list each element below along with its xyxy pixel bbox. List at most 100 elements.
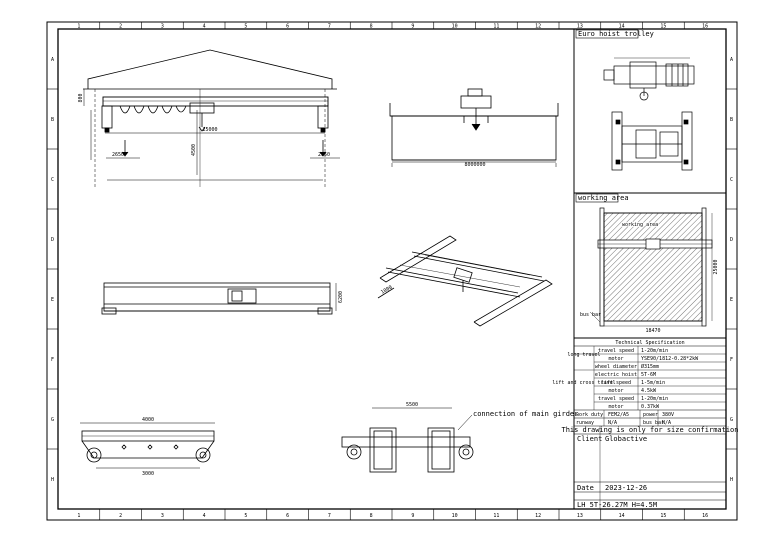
border-col-number: 11: [493, 513, 499, 519]
border-col-number: 2: [119, 24, 122, 30]
border-col-number: 14: [619, 24, 625, 30]
spec-group-lift-cross: lift and cross travel: [552, 380, 615, 386]
border-col-number: 12: [535, 24, 541, 30]
border-col-number: 14: [619, 513, 625, 519]
spec-row-3-value: Ø315mm: [641, 363, 659, 370]
border-col-number: 3: [161, 513, 164, 519]
dim-building-height: 800: [78, 93, 84, 102]
power-label: power: [643, 412, 658, 418]
border-row-letter: C: [730, 177, 733, 183]
girder-connection-view: [341, 407, 474, 473]
end-carriage-view: [80, 422, 215, 469]
working-area-label: working area: [622, 222, 658, 228]
spec-row-3-item: wheel diameter: [595, 364, 637, 370]
spec-row-2-item: motor: [608, 356, 623, 362]
client-label: Client: [577, 435, 602, 443]
border-row-letter: F: [51, 357, 54, 363]
side-elevation-view: [389, 88, 559, 167]
spec-row-6-value: 4.5kW: [641, 388, 657, 394]
dim-span-overall: 25000: [202, 127, 217, 133]
border-col-number: 9: [411, 513, 414, 519]
spec-group-long-travel: long travel: [567, 352, 600, 358]
dim-wheel-base: 4000: [142, 417, 154, 423]
border-col-number: 5: [244, 24, 247, 30]
border-col-number: 8: [370, 24, 373, 30]
border-col-number: 9: [411, 24, 414, 30]
spec-row-1-value: 1-20m/min: [641, 348, 668, 354]
date-value: 2023-12-26: [605, 484, 647, 492]
border-col-number: 7: [328, 513, 331, 519]
bus-bar-label: bus bar: [643, 420, 664, 426]
spec-row-7-item: travel speed: [598, 396, 634, 402]
trolley-box-title: Euro hoist trolley: [578, 30, 654, 38]
border-col-number: 10: [452, 24, 458, 30]
border-row-letter: E: [51, 297, 54, 303]
border-row-letter: B: [51, 117, 54, 123]
border-col-number: 15: [660, 513, 666, 519]
power-value: 380V: [662, 412, 674, 418]
work-duty-value: FEM2/A5: [608, 412, 629, 418]
dim-end-carriage-width: 8000000: [464, 162, 485, 168]
border-row-letter: G: [730, 417, 733, 423]
spec-row-8-value: 0.37kW: [641, 404, 660, 410]
border-row-letter: D: [730, 237, 733, 243]
spec-table-title: Technical Specification: [615, 340, 684, 346]
border-col-number: 16: [702, 24, 708, 30]
spec-row-7-value: 1-20m/min: [641, 396, 668, 402]
border-col-number: 10: [452, 513, 458, 519]
border-col-number: 16: [702, 513, 708, 519]
spec-table-grid: [574, 345, 726, 509]
spec-row-8-item: motor: [608, 404, 623, 410]
border-row-letter: H: [51, 477, 54, 483]
border-col-number: 8: [370, 513, 373, 519]
border-col-number: 6: [286, 24, 289, 30]
border-row-letter: D: [51, 237, 54, 243]
dim-iso: 1000: [380, 285, 393, 296]
dim-side-height: 6200: [338, 291, 344, 303]
front-elevation-view: [83, 49, 340, 187]
dim-wheel-base-inner: 3000: [142, 471, 154, 477]
runway-value: N/A: [608, 420, 617, 426]
bus-bar-value: N/A: [662, 420, 671, 426]
border-col-number: 11: [493, 24, 499, 30]
size-confirmation-notice: This drawing is only for size confirmati…: [561, 426, 738, 434]
border-col-number: 15: [660, 24, 666, 30]
spec-row-5-value: 1-5m/min: [641, 380, 665, 386]
border-col-number: 2: [119, 513, 122, 519]
border-col-number: 1: [77, 24, 80, 30]
border-ticks: [47, 22, 737, 520]
border-col-number: 4: [203, 24, 206, 30]
title-block-frame: [573, 29, 726, 509]
spec-row-1-item: travel speed: [598, 348, 634, 354]
date-label: Date: [577, 484, 594, 492]
border-col-number: 4: [203, 513, 206, 519]
spec-row-2-value: YSE90/1812-0.28*2kW: [641, 356, 699, 362]
border-row-letter: A: [730, 57, 733, 63]
border-col-number: 12: [535, 513, 541, 519]
border-col-number: 3: [161, 24, 164, 30]
work-duty-label: work duty: [576, 412, 603, 418]
spec-row-4-value: 5T-6M: [641, 372, 656, 378]
border-row-letter: A: [51, 57, 54, 63]
spec-row-5-item: lift speed: [601, 380, 631, 386]
spec-row-6-item: motor: [608, 388, 623, 394]
dim-work-depth: 25000: [713, 259, 719, 274]
border-col-number: 5: [244, 513, 247, 519]
model-number: LH 5T-26.27M H=4.5M: [577, 501, 657, 509]
dim-girder-gap: 5500: [406, 402, 418, 408]
client-value: Globactive: [605, 435, 647, 443]
border-row-letter: H: [730, 477, 733, 483]
border-col-number: 13: [577, 513, 583, 519]
isometric-view: [377, 235, 553, 327]
dim-hook-right: 2650: [318, 152, 330, 158]
dim-lift-height: 4500: [191, 144, 197, 156]
working-area-plan: [589, 207, 713, 327]
border-col-number: 6: [286, 513, 289, 519]
main-girder-note: connection of main girder: [473, 410, 578, 418]
dim-hook-left: 2650: [112, 152, 124, 158]
working-area-title: working area: [578, 194, 629, 202]
